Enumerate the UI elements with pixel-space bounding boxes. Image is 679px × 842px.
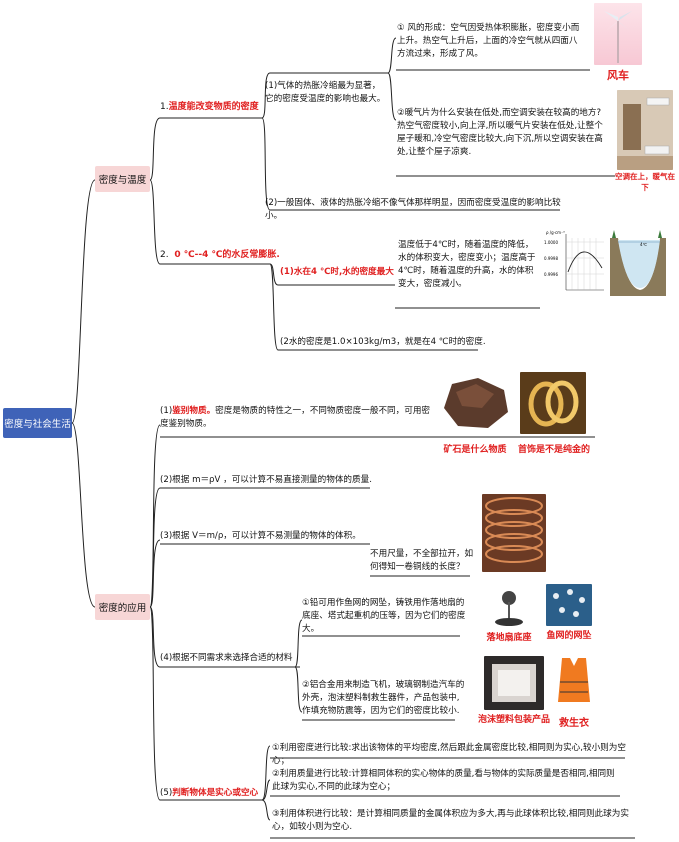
lake-label: 4℃ [640, 242, 648, 247]
item1-title: 鉴别物质。 [172, 406, 216, 416]
sub1-title: 温度能改变物质的密度 [168, 102, 259, 112]
item5-title: 判断物体是实心或空心 [172, 788, 259, 798]
fishing-net-caption: 鱼网的网坠 [546, 631, 592, 641]
water-max-density-title: (1)水在4 ℃时,水的密度最大 [280, 267, 394, 277]
gold-rings-image [520, 372, 586, 434]
graph-ytick-3: 0.9996 [544, 272, 558, 277]
ore-caption: 矿石是什么物质 [443, 445, 507, 455]
pinwheel-image [594, 3, 642, 65]
room-caption: 空调在上，暖气在下 [615, 172, 675, 192]
identify-substance-text: (1)鉴别物质。密度是物质的特性之一，不同物质密度一般不同，可用密度鉴别物质。 [160, 405, 432, 431]
copper-coil-image [482, 494, 546, 572]
life-jacket-caption: 救生衣 [559, 718, 589, 729]
low-density-materials-text: ②铝合金用来制造飞机，玻璃钢制造汽车的外壳，泡沫塑料制救生器件，产品包装中,作填… [302, 680, 465, 716]
item1-prefix: (1) [160, 406, 173, 416]
life-jacket-image [554, 652, 594, 708]
pinwheel-caption: 风车 [607, 69, 629, 82]
high-density-materials-text: ①铅可用作鱼网的网坠，铸铁用作落地扇的底座、塔式起重机的压等，因为它们的密度大。 [302, 598, 466, 634]
method-mass-text: ②利用质量进行比较:计算相同体积的实心物体的质量,看与物体的实际质量是否相同,相… [272, 769, 615, 792]
water-density-graph: ρ /g·cm⁻³ 1.0000 0.9998 0.9996 4℃ [542, 228, 668, 298]
fan-base-image [484, 588, 534, 628]
method-density-text: ①利用密度进行比较:求出该物体的平均密度,然后跟此金属密度比较,相同则为实心,较… [272, 743, 626, 766]
branch-density-application[interactable]: 密度的应用 [95, 594, 150, 620]
foam-caption: 泡沫塑料包装产品 [478, 715, 551, 725]
sub1-number: 1. [160, 102, 169, 112]
branch-density-temperature[interactable]: 密度与温度 [95, 166, 150, 192]
material-choice-label: (4)根据不同需求来选择合适的材料 [160, 653, 293, 663]
root-node[interactable]: 密度与社会生活 [3, 408, 72, 438]
item5-prefix: (5) [160, 788, 173, 798]
mass-formula-text: (2)根据 m＝ρV ，可以计算不易直接测量的物体的质量. [160, 475, 372, 485]
graph-ytick-2: 0.9998 [544, 256, 558, 261]
solid-liquid-text: (2)一般固体、液体的热胀冷缩不像气体那样明显，因而密度受温度的影响比较小。 [265, 198, 561, 221]
fan-base-caption: 落地扇底座 [486, 633, 532, 643]
solid-hollow-heading: (5)判断物体是实心或空心 [160, 787, 258, 800]
water-max-density-heading: (1)水在4 ℃时,水的密度最大 [280, 266, 394, 279]
heater-ac-text: ②暖气片为什么安装在低处,而空调安装在较高的地方?热空气密度较小,向上浮,所以暖… [397, 108, 603, 157]
wind-formation-text: ① 风的形成：空气因受热体积膨胀，密度变小而上升。热空气上升后，上面的冷空气就从… [397, 23, 580, 59]
graph-ytick-1: 1.0000 [544, 240, 558, 245]
graph-ylabel: ρ /g·cm⁻³ [546, 230, 565, 235]
item1-rest: 密度是物质的特性之一，不同物质密度一般不同，可用密度鉴别物质。 [160, 406, 431, 429]
sub2-heading: 2. 0 ℃--4 ℃的水反常膨胀. [160, 249, 280, 262]
gold-caption: 首饰是不是纯金的 [517, 445, 590, 455]
sub2-title: 0 ℃--4 ℃的水反常膨胀. [174, 250, 280, 260]
volume-formula-text: (3)根据 V＝m/ρ，可以计算不易测量的物体的体积。 [160, 531, 361, 541]
room-ac-heater-image [617, 90, 673, 170]
sub1-heading: 1.温度能改变物质的密度 [160, 101, 259, 114]
gas-expansion-text: (1)气体的热胀冷缩最为显著，它的密度受温度的影响也最大。 [265, 81, 386, 104]
copper-wire-question: 不用尺量，不全部拉开，如何得知一卷铜线的长度？ [370, 549, 474, 572]
fishing-net-image [546, 584, 592, 626]
water-anomaly-text: 温度低于4℃时，随着温度的降低，水的体积变大，密度变小；温度高于4℃时，随着温度… [398, 240, 536, 289]
water-density-value-text: (2水的密度是1.0×103kg/m3，就是在4 ℃时的密度. [280, 337, 486, 347]
sub2-number: 2. [160, 250, 169, 260]
method-volume-text: ③利用体积进行比较：是计算相同质量的金属体积应为多大,再与此球体积比较,相同则此… [272, 809, 629, 832]
ore-image [438, 372, 514, 434]
foam-packaging-image [484, 656, 544, 710]
